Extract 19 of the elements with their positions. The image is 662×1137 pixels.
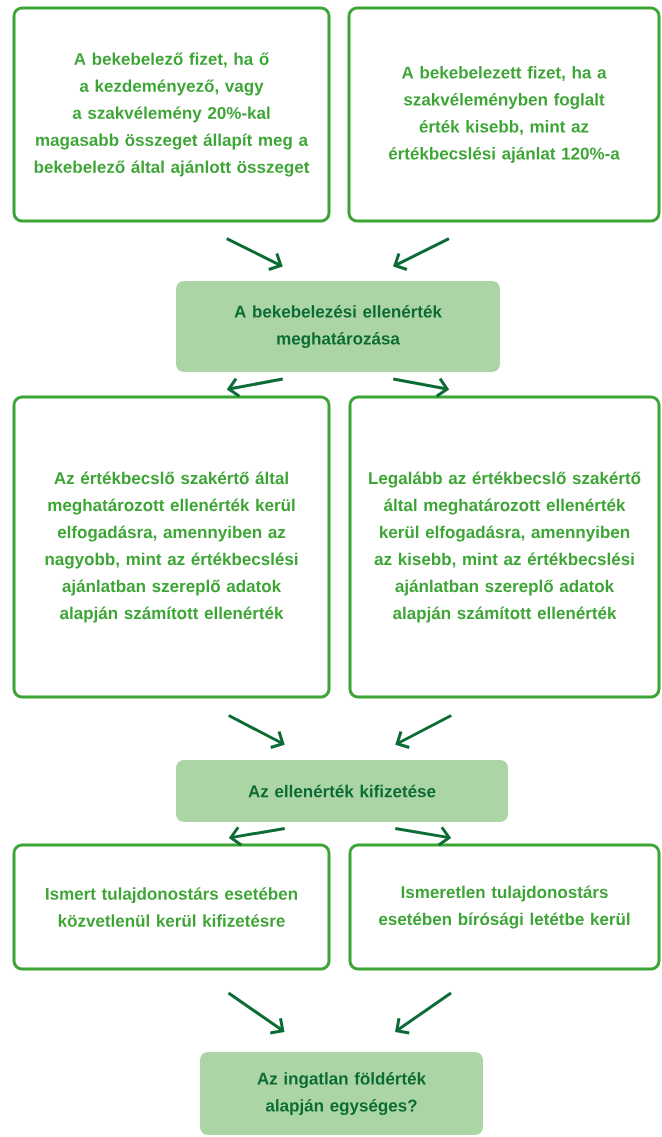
arrow xyxy=(393,237,450,271)
arrow xyxy=(392,377,450,398)
arrow xyxy=(395,826,452,847)
text-box: A bekebelező fizet, ha ő a kezdeményező, vagy a szakvélemény 20%-kal magasabb összeget állapít meg a bekebelező által ajánlott összeget xyxy=(12,6,331,223)
arrow xyxy=(226,237,283,271)
arrow xyxy=(395,714,452,749)
text-box: Ismert tulajdonostárs esetében közvetlenül kerül kifizetésre xyxy=(12,843,331,971)
highlight-box: A bekebelezési ellenérték meghatározása xyxy=(176,281,500,372)
arrow xyxy=(228,714,285,749)
text-box: Legalább az értékbecslő szakértő által meghatározott ellenérték kerül elfogadásra, amennyiben az kisebb, mint az értékbecslési ajánlatban szereplő adatok alapján számított ellenérték xyxy=(348,395,661,699)
arrow xyxy=(227,991,285,1035)
arrow xyxy=(395,991,452,1035)
highlight-box: Az ingatlan földérték alapján egységes? xyxy=(200,1052,483,1135)
arrow xyxy=(226,377,284,398)
text-box: A bekebelezett fizet, ha a szakvéleményben foglalt érték kisebb, mint az értékbecslési ajánlat 120%-a xyxy=(347,6,661,223)
text-box: Az értékbecslő szakértő által meghatározott ellenérték kerül elfogadásra, amennyiben az nagyobb, mint az értékbecslési ajánlatban szereplő adatok alapján számított ellenérték xyxy=(12,395,331,699)
text-box: Ismeretlen tulajdonostárs esetében bírósági letétbe kerül xyxy=(348,843,661,971)
highlight-box: Az ellenérték kifizetése xyxy=(176,760,508,822)
arrow xyxy=(228,826,285,847)
